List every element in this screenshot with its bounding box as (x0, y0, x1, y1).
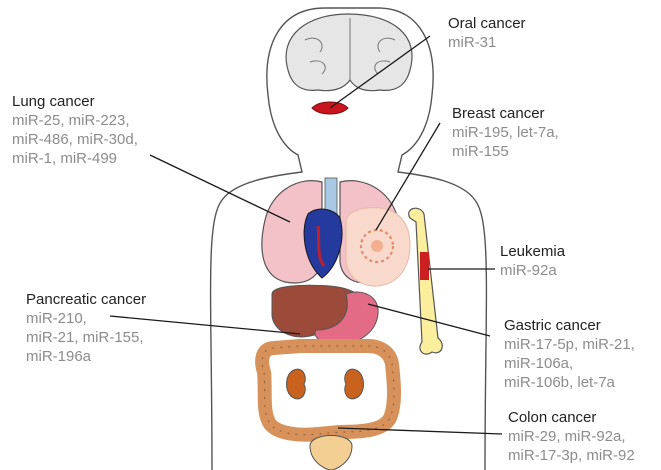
lung-cancer-mirna-line: miR-1, miR-499 (12, 149, 138, 168)
leukemia-mirna-line: miR-92a (500, 261, 565, 280)
pancreatic-cancer-mirna-line: miR-21, miR-155, (26, 328, 146, 347)
gastric-cancer-title: Gastric cancer (504, 316, 635, 335)
label-gastric-cancer: Gastric cancer miR-17-5p, miR-21, miR-10… (504, 316, 635, 392)
brain (286, 14, 412, 91)
gastric-cancer-mirna-line: miR-106b, let-7a (504, 373, 635, 392)
pancreatic-cancer-mirna-line: miR-210, (26, 309, 146, 328)
label-pancreatic-cancer: Pancreatic cancer miR-210, miR-21, miR-1… (26, 290, 146, 366)
gastric-cancer-mirna-line: miR-17-5p, miR-21, (504, 335, 635, 354)
bladder (310, 436, 352, 470)
arm-bone (409, 208, 443, 354)
label-breast-cancer: Breast cancer miR-195, let-7a, miR-155 (452, 104, 559, 161)
leader-line-lung (150, 155, 290, 222)
label-colon-cancer: Colon cancer miR-29, miR-92a, miR-17-3p,… (508, 408, 635, 465)
oral-cancer-mirna-line: miR-31 (448, 33, 526, 52)
label-lung-cancer: Lung cancer miR-25, miR-223, miR-486, mi… (12, 92, 138, 168)
colon-cancer-mirna-line: miR-17-3p, miR-92 (508, 446, 635, 465)
gastric-cancer-mirna-line: miR-106a, (504, 354, 635, 373)
oral-cancer-title: Oral cancer (448, 14, 526, 33)
kidney-left (287, 369, 306, 399)
colon-cancer-title: Colon cancer (508, 408, 635, 427)
leader-line-breast (376, 123, 440, 230)
leukemia-title: Leukemia (500, 242, 565, 261)
pancreatic-cancer-title: Pancreatic cancer (26, 290, 146, 309)
kidney-right (345, 369, 364, 399)
pancreatic-cancer-mirna-line: miR-196a (26, 347, 146, 366)
lung-cancer-mirna-line: miR-25, miR-223, (12, 111, 138, 130)
lung-cancer-mirna-line: miR-486, miR-30d, (12, 130, 138, 149)
breast-cancer-mirna-line: miR-195, let-7a, (452, 123, 559, 142)
label-oral-cancer: Oral cancer miR-31 (448, 14, 526, 52)
colon-cancer-mirna-line: miR-29, miR-92a, (508, 427, 635, 446)
breast-cancer-title: Breast cancer (452, 104, 559, 123)
lung-cancer-title: Lung cancer (12, 92, 138, 111)
breast-tissue (346, 208, 410, 286)
label-leukemia: Leukemia miR-92a (500, 242, 565, 280)
breast-cancer-mirna-line: miR-155 (452, 142, 559, 161)
large-intestine (262, 346, 394, 435)
